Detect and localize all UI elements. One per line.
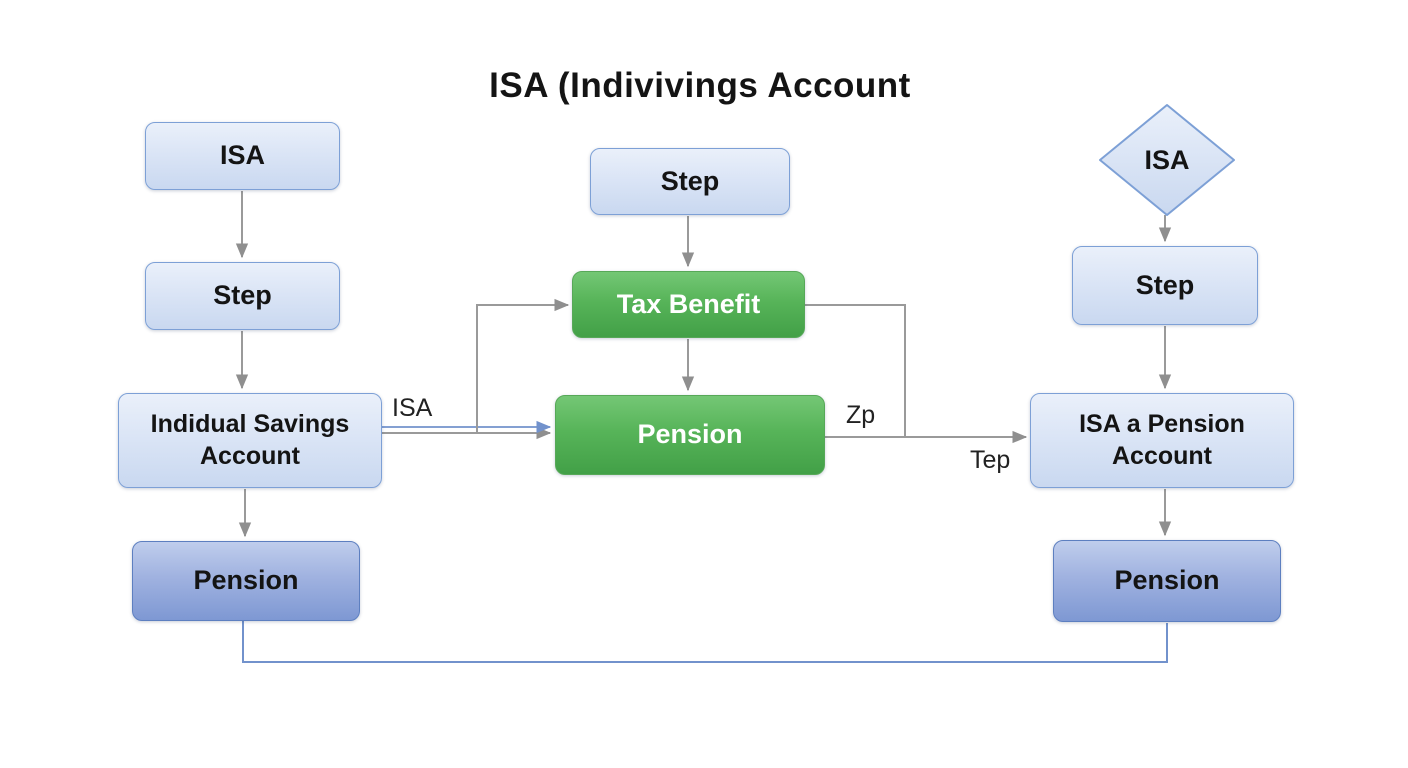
- edge-label-tep: Tep: [970, 446, 1011, 474]
- node-isa-diamond: ISA: [1098, 103, 1236, 217]
- edge-label-isa: ISA: [392, 394, 433, 422]
- node-isa-pension-account-label: ISA a Pension Account: [1079, 410, 1245, 470]
- node-pension-middle-label: Pension: [637, 419, 743, 450]
- diagram-title: ISA (Indivivings Account: [489, 66, 911, 105]
- edge-label-zp: Zp: [846, 401, 876, 429]
- node-individual-savings-account-label: Indidual Savings Account: [150, 410, 350, 470]
- node-individual-savings-account: Indidual Savings Account: [118, 393, 382, 488]
- edge-pension-bottom-connector: [242, 621, 1168, 663]
- edge-taxbenefit-right-loop: [805, 304, 906, 437]
- node-step-right-label: Step: [1135, 269, 1195, 300]
- node-pension-left-label: Pension: [193, 565, 299, 596]
- node-pension-left: Pension: [132, 541, 360, 621]
- node-isa-left-label: ISA: [219, 140, 265, 171]
- diamond-shape-icon: [1099, 104, 1235, 216]
- node-step-left-label: Step: [213, 280, 272, 311]
- edge-account-to-taxbenefit: [476, 298, 570, 433]
- node-pension-middle: Pension: [555, 395, 825, 475]
- node-step-middle: Step: [590, 148, 790, 215]
- node-isa-pension-account: ISA a Pension Account: [1030, 393, 1294, 488]
- node-isa-left: ISA: [145, 122, 340, 190]
- node-pension-right: Pension: [1053, 540, 1281, 622]
- node-tax-benefit: Tax Benefit: [572, 271, 805, 338]
- node-step-middle-label: Step: [660, 165, 720, 196]
- node-tax-benefit-label: Tax Benefit: [616, 288, 761, 319]
- node-step-left: Step: [145, 262, 340, 330]
- node-pension-right-label: Pension: [1114, 565, 1220, 596]
- node-isa-diamond-label: ISA: [1144, 144, 1190, 175]
- node-step-right: Step: [1072, 246, 1258, 325]
